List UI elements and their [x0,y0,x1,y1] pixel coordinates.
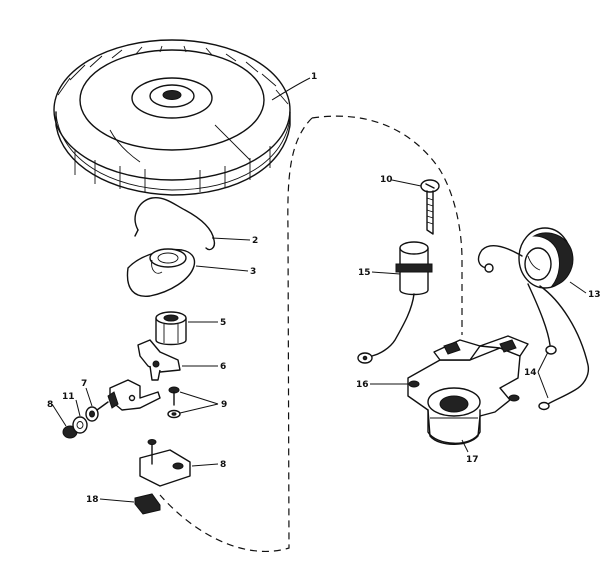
callout-13: 13 [588,290,601,300]
callout-5: 5 [220,318,226,328]
callout-7: 7 [81,379,87,389]
part-felt-wick [134,493,161,515]
assembly-boundary-dashed-line [159,115,463,552]
leader-9 [179,391,219,414]
leader-1 [271,77,311,101]
part-pivot-plate [139,439,191,487]
leader-10 [391,179,422,187]
callout-labels: 1 2 3 5 6 7 8 11 9 8 18 10 15 13 14 16 1… [47,72,601,505]
part-breaker-arm [137,339,181,381]
callout-3: 3 [250,267,256,277]
leader-11 [75,399,81,417]
leader-8a [51,403,67,427]
callout-10: 10 [380,175,393,185]
part-screw-washer [167,386,181,419]
part-cover-plate [126,248,196,297]
part-condenser [357,241,433,364]
leader-17 [461,439,469,453]
leader-7 [85,387,93,407]
callout-11: 11 [62,392,75,402]
leader-3 [195,265,249,272]
leader-18 [99,498,135,503]
part-mounting-screw [420,179,440,235]
leader-8b [191,463,219,467]
part-terminal-hardware [62,401,109,439]
callout-16: 16 [356,380,369,390]
callout-14: 14 [524,368,537,378]
callout-6: 6 [220,362,226,372]
part-spring-clip [134,197,216,251]
leader-15 [371,271,401,275]
part-contact-bracket [107,379,161,411]
part-flywheel [53,39,291,196]
part-coil-leads [527,283,590,411]
part-ignition-coil [477,227,574,289]
leader-2 [211,237,251,241]
callout-9: 9 [221,400,227,410]
callout-1: 1 [311,72,317,82]
callout-15: 15 [358,268,371,278]
callout-18: 18 [86,495,99,505]
leader-14 [537,351,549,399]
callout-17: 17 [466,455,479,465]
leader-13 [569,281,587,294]
part-bushing [155,311,187,346]
callout-8b: 8 [220,460,226,470]
callout-8a: 8 [47,400,53,410]
callout-2: 2 [252,236,258,246]
leader-lines [51,77,587,503]
part-stator-housing [407,335,529,445]
